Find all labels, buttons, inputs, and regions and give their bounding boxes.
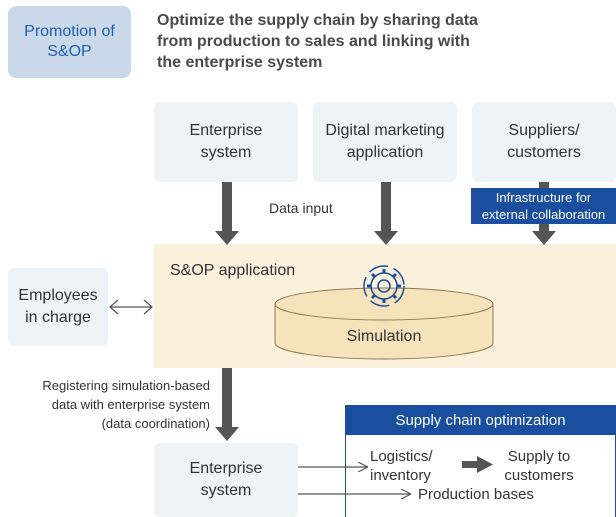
gear-icon bbox=[363, 265, 405, 307]
enterprise-system-bottom-label: Enterprise system bbox=[189, 460, 263, 499]
simulation-label: Simulation bbox=[346, 328, 422, 345]
headline: Optimize the supply chain by sharing dat… bbox=[157, 12, 478, 71]
arrow-sop-to-enterprise bbox=[215, 368, 239, 441]
digital-marketing-label: Digital marketing application bbox=[325, 122, 445, 161]
enterprise-system-label: Enterprise system bbox=[189, 122, 263, 161]
sop-application-label: S&OP application bbox=[170, 262, 296, 279]
employees-box: Employees in charge bbox=[8, 268, 108, 346]
supply-chain-panel bbox=[345, 435, 616, 517]
promotion-badge: Promotion of S&OP bbox=[8, 6, 131, 78]
suppliers-customers-label: Suppliers/ customers bbox=[507, 122, 581, 161]
double-arrow-employees-sop bbox=[109, 299, 153, 315]
production-bases-label: Production bases bbox=[418, 486, 534, 503]
supply-chain-title: Supply chain optimization bbox=[345, 405, 616, 435]
data-input-label: Data input bbox=[269, 200, 333, 216]
digital-marketing-box: Digital marketing application bbox=[313, 102, 457, 182]
enterprise-system-bottom-box: Enterprise system bbox=[154, 443, 298, 517]
enterprise-system-box: Enterprise system bbox=[154, 102, 298, 182]
arrow-digital-to-sop bbox=[374, 182, 398, 245]
arrow-logistics-to-supply bbox=[462, 456, 493, 473]
supply-to-customers-label: Supply to customers bbox=[504, 448, 574, 484]
infrastructure-label: Infrastructure for external collaboratio… bbox=[471, 188, 616, 224]
suppliers-customers-box: Suppliers/ customers bbox=[472, 102, 616, 182]
simulation-cylinder bbox=[274, 287, 494, 360]
promotion-label: Promotion of S&OP bbox=[24, 23, 115, 60]
registering-label: Registering simulation-based data with e… bbox=[42, 378, 210, 431]
logistics-inventory-label: Logistics/ inventory bbox=[370, 448, 433, 484]
arrow-enterprise-to-sop bbox=[215, 182, 239, 245]
employees-label: Employees in charge bbox=[18, 287, 98, 326]
